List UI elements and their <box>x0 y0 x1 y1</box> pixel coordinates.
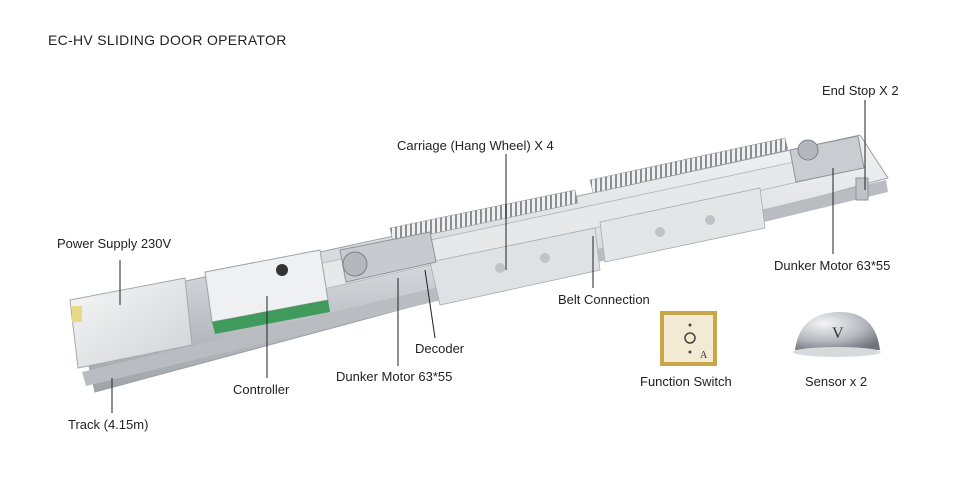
label-belt-connection: Belt Connection <box>558 292 650 307</box>
sensor-image: V <box>793 312 881 357</box>
label-function-switch: Function Switch <box>640 374 732 389</box>
leader-lines <box>111 100 866 413</box>
svg-text:V: V <box>832 325 844 342</box>
label-sensor: Sensor x 2 <box>805 374 868 389</box>
label-dunker-motor-center: Dunker Motor 63*55 <box>336 369 453 384</box>
function-switch-image: A <box>660 311 717 366</box>
diagram-title: EC-HV SLIDING DOOR OPERATOR <box>48 32 287 48</box>
carriage-plates <box>429 187 766 306</box>
power-supply <box>69 277 193 369</box>
label-controller: Controller <box>233 382 290 397</box>
label-dunker-motor-right: Dunker Motor 63*55 <box>774 258 891 273</box>
label-power-supply: Power Supply 230V <box>57 236 172 251</box>
label-end-stop: End Stop X 2 <box>822 83 899 98</box>
controller-box <box>204 249 330 334</box>
label-decoder: Decoder <box>415 341 465 356</box>
belt-rail <box>389 137 789 243</box>
label-carriage: Carriage (Hang Wheel) X 4 <box>397 138 554 153</box>
motor-center <box>339 231 437 283</box>
svg-text:A: A <box>700 350 708 361</box>
label-track: Track (4.15m) <box>68 417 149 432</box>
